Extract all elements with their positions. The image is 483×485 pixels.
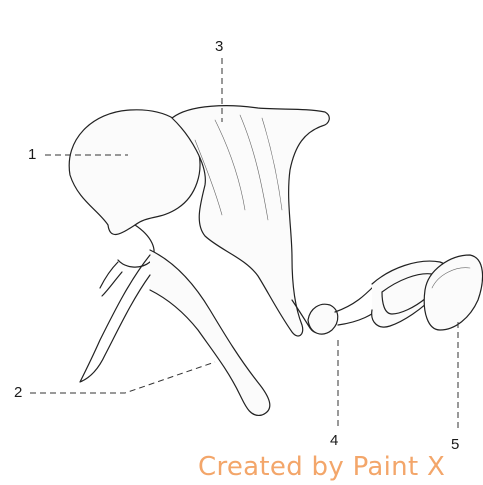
stapes-head: [308, 304, 338, 334]
watermark-text: Created by Paint X: [198, 452, 445, 482]
label-5: 5: [451, 436, 459, 453]
malleus-handle: [150, 250, 270, 415]
malleus-head: [69, 110, 200, 235]
malleus-anterior-process: [80, 255, 150, 382]
label-2: 2: [14, 384, 22, 401]
label-3: 3: [215, 38, 223, 55]
leader-line-2: [30, 362, 215, 393]
label-4: 4: [330, 432, 338, 449]
label-1: 1: [28, 146, 36, 163]
